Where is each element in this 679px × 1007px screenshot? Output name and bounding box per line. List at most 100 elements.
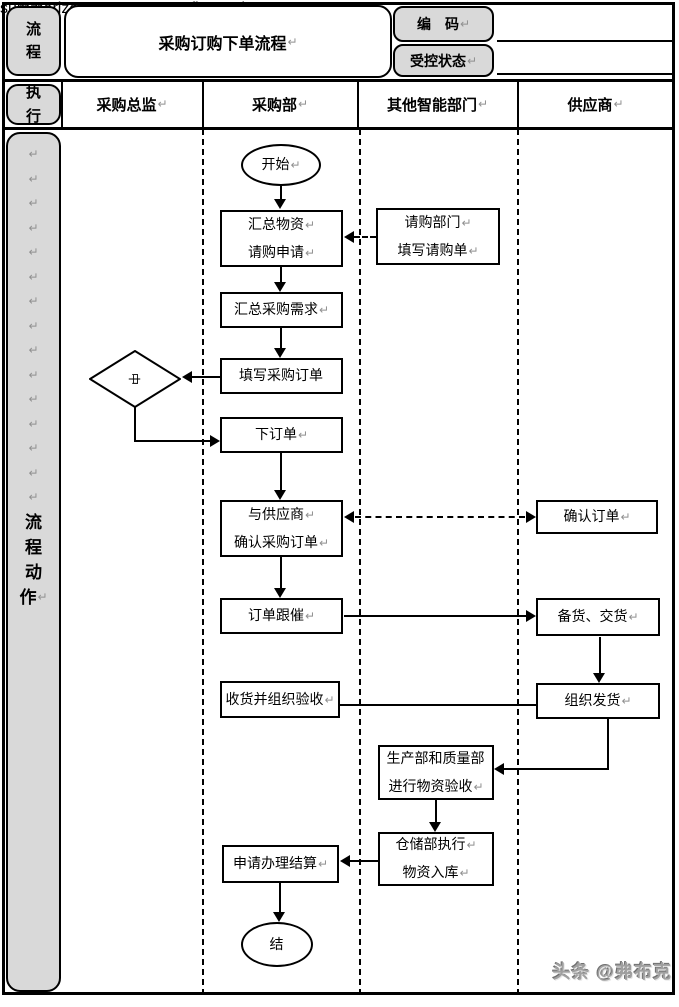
return-mark: ↵ (459, 17, 471, 31)
arrowhead-down (273, 912, 285, 922)
connector (134, 440, 210, 442)
return-mark: ↵ (466, 53, 478, 68)
lane-divider (202, 129, 204, 995)
process-label-text: 流程 (25, 20, 41, 61)
lane-border-3 (357, 81, 359, 127)
node-label: 填写请购单↵ (397, 237, 478, 265)
node-text: 订单跟催 (247, 607, 304, 623)
return-mark: ↵ (297, 428, 309, 442)
return-mark: ↵ (468, 243, 479, 258)
node-text: 与供应商 (247, 505, 304, 522)
return-mark: ↵ (157, 97, 168, 111)
node-label: 申请办理结算↵ (233, 850, 328, 878)
return-mark: ↵ (28, 490, 39, 504)
connector (340, 704, 536, 706)
return-mark: ↵ (28, 196, 39, 210)
return-mark: ↵ (287, 34, 298, 49)
arrowhead-down (429, 822, 441, 832)
lane-border-2 (202, 81, 204, 127)
page-title-text: 采购订购下单流程 (158, 35, 287, 53)
return-mark: ↵ (28, 416, 39, 431)
sidebar-label-char: 动 (25, 560, 42, 585)
arrowhead-left (344, 511, 354, 523)
node-label: 下订单↵ (255, 421, 308, 449)
return-mark: ↵ (28, 245, 39, 259)
node-label: 结 (270, 931, 285, 959)
node-place-order: 下订单↵ (220, 417, 343, 453)
process-row-label: 流程 (6, 6, 61, 76)
node-order-follow-up: 订单跟催↵ (220, 598, 343, 634)
char: 作 (19, 587, 37, 607)
arrowhead-down (274, 282, 286, 292)
code-label-text: 编 码 (416, 16, 459, 32)
node-text: 填写请购单 (397, 241, 468, 258)
node-summarize-request: 汇总物资↵ 请购申请↵ (220, 210, 343, 267)
connector (504, 768, 609, 770)
return-mark: ↵ (628, 610, 639, 624)
lane-divider (359, 129, 361, 995)
node-text: 确认订单 (563, 508, 620, 524)
controlled-status-label: 受控状态↵ (393, 44, 494, 77)
connector (435, 800, 437, 823)
node-confirm-order: 确认订单↵ (536, 500, 658, 534)
connector-dashed (354, 236, 376, 238)
node-apply-settlement: 申请办理结算↵ (222, 845, 339, 883)
node-text: 组织发货 (564, 692, 621, 708)
lane-header-text: 采购总监 (96, 96, 157, 114)
arrowhead-right (526, 610, 536, 622)
return-mark: ↵ (324, 692, 335, 707)
code-label: 编 码↵ (393, 6, 494, 42)
return-mark: ↵ (304, 507, 316, 522)
node-label: 请购部门↵ (404, 209, 471, 237)
node-label: 汇总采购需求↵ (234, 296, 329, 324)
arrowhead-left (182, 371, 192, 383)
arrowhead-left (494, 763, 504, 775)
return-mark: ↵ (28, 147, 39, 161)
node-label: 仓储部执行↵ (395, 831, 476, 859)
execute-row-label: 执行 (6, 84, 61, 125)
node-confirm-with-supplier: 与供应商↵ 确认采购订单↵ (220, 500, 343, 557)
node-text: 生产部和质量部 (386, 749, 485, 766)
return-mark: ↵ (28, 367, 39, 382)
return-mark: ↵ (317, 857, 329, 871)
lane-header-supplier: 供应商↵ (518, 81, 673, 127)
char: 动 (25, 562, 42, 582)
node-text: 物资入库 (402, 864, 459, 880)
sidebar-label-char: 流 (25, 510, 42, 535)
node-material-inspection: 生产部和质量部 进行物资验收↵ (378, 745, 494, 800)
watermark: 头条 @弗布克 (552, 962, 672, 982)
node-label: 汇总物资↵ (248, 211, 315, 239)
return-mark: ↵ (621, 694, 632, 708)
arrowhead-down (274, 588, 286, 598)
connector (280, 453, 282, 490)
return-mark: ↵ (28, 318, 39, 333)
connector (280, 267, 282, 283)
return-mark: ↵ (28, 294, 39, 308)
return-mark: ↵ (28, 343, 39, 357)
header-divider-top (2, 79, 675, 82)
node-prepare-deliver: 备货、交货↵ (536, 598, 660, 636)
node-text: 中 (127, 372, 142, 385)
code-value-line (497, 40, 673, 42)
execute-label-text: 执行 (25, 84, 41, 125)
connector (599, 637, 601, 674)
node-label: 确认订单↵ (563, 503, 630, 531)
outer-border (2, 2, 675, 995)
lane-header-text: 供应商 (567, 96, 613, 114)
lane-header-procurement-dept: 采购部↵ (203, 81, 357, 127)
connector (280, 328, 282, 348)
node-label: 确认采购订单↵ (234, 529, 329, 557)
sidebar-label-char: 程 (25, 535, 42, 560)
return-mark: ↵ (473, 779, 484, 794)
connector (607, 719, 609, 770)
connector (280, 186, 282, 201)
node-text: 请购部门 (404, 213, 461, 230)
arrowhead-down (593, 673, 605, 683)
lane-header-text: 采购部 (251, 96, 297, 114)
connector (350, 860, 378, 862)
return-mark: ↵ (461, 215, 472, 230)
return-mark: ↵ (304, 609, 316, 623)
page-title: 采购订购下单流程↵ (64, 5, 392, 78)
node-text: 备货、交货 (557, 608, 628, 624)
